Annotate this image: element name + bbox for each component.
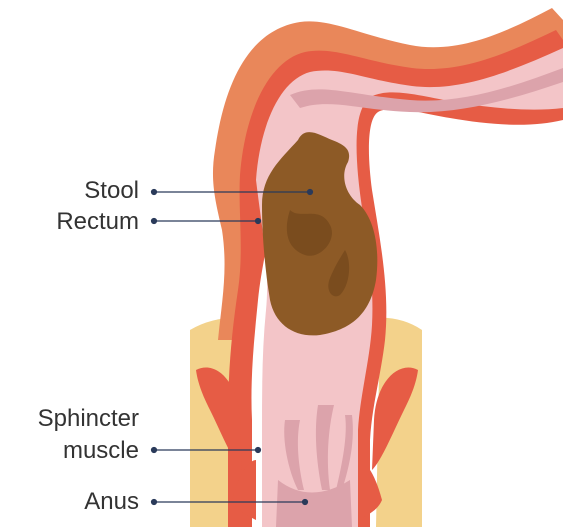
rectum-label: Rectum: [56, 207, 139, 237]
anus-label: Anus: [84, 487, 139, 517]
sphincter-label-line1: Sphincter: [38, 403, 139, 435]
sphincter-label-line2: muscle: [38, 435, 139, 467]
sphincter-muscle-label: Sphincter muscle: [38, 403, 139, 467]
stool-label: Stool: [84, 176, 139, 206]
